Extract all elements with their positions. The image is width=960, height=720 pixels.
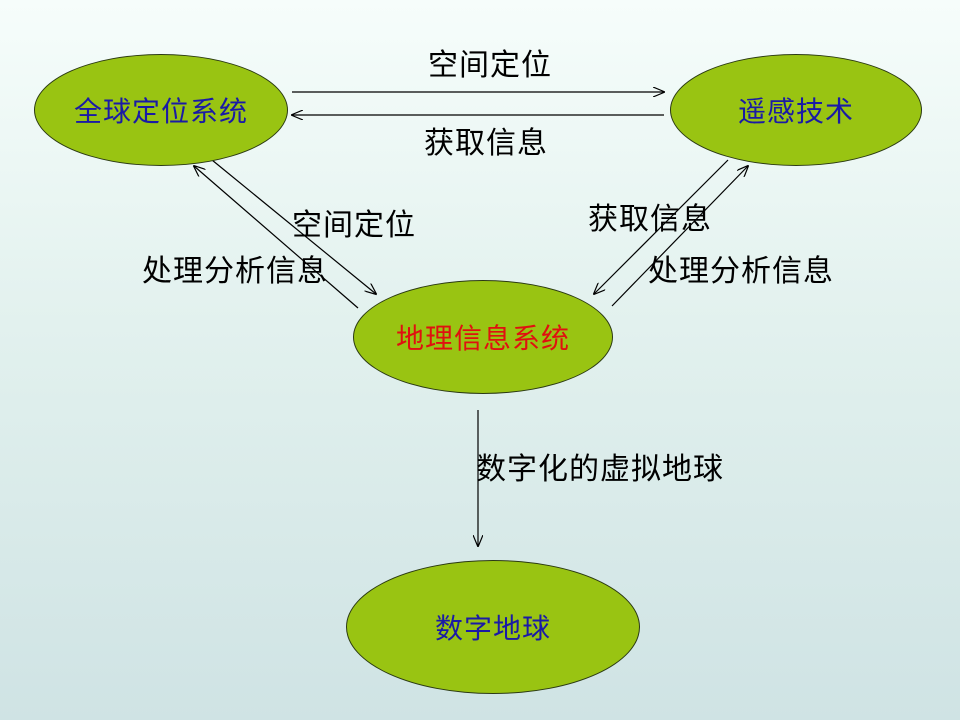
arrow-rs-to-gis xyxy=(594,159,729,294)
node-gps-label: 全球定位系统 xyxy=(73,95,248,128)
node-remote-sensing: 遥感技术 xyxy=(670,54,922,166)
arrow-gis-to-gps xyxy=(194,166,359,309)
node-gps: 全球定位系统 xyxy=(34,54,288,166)
node-gis: 地理信息系统 xyxy=(353,280,613,394)
node-remote-sensing-label: 遥感技术 xyxy=(737,95,854,128)
node-digital-earth: 数字地球 xyxy=(346,560,640,694)
edge-label-gis-to-digital-earth: 数字化的虚拟地球 xyxy=(476,452,724,487)
edge-label-gis-to-rs: 处理分析信息 xyxy=(648,254,834,289)
edge-label-rs-to-gis: 获取信息 xyxy=(588,202,712,237)
arrow-gis-to-rs xyxy=(611,166,748,307)
edge-label-gis-to-gps: 处理分析信息 xyxy=(142,254,328,289)
edge-label-gps-to-rs: 空间定位 xyxy=(428,48,552,83)
node-digital-earth-label: 数字地球 xyxy=(434,612,551,645)
node-gis-label: 地理信息系统 xyxy=(395,322,570,355)
edge-label-gps-to-gis: 空间定位 xyxy=(292,208,416,243)
edge-label-rs-to-gps: 获取信息 xyxy=(424,126,548,161)
arrow-gps-to-gis xyxy=(211,159,376,294)
